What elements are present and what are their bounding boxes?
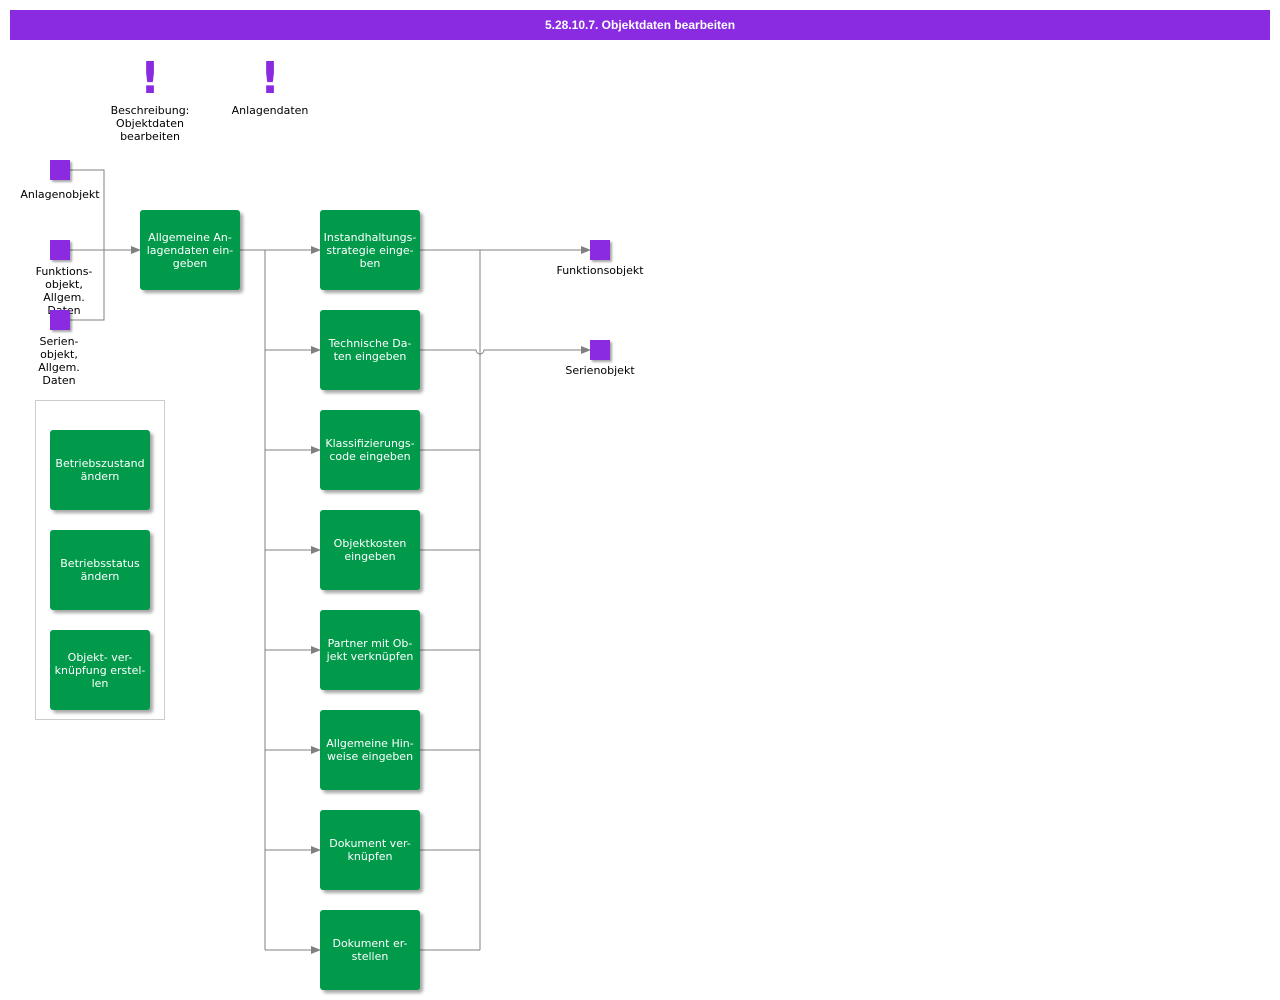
output-object-serienobjekt[interactable]	[590, 340, 610, 360]
function-allgemeine-anlagendaten[interactable]: Allgemeine An- lagendaten ein- geben	[140, 210, 240, 290]
function-objektkosten[interactable]: Objektkosten eingeben	[320, 510, 420, 590]
side-function-group	[35, 400, 165, 720]
exclamation-icon: !	[259, 53, 281, 104]
function-betriebsstatus-aendern[interactable]: Betriebsstatus ändern	[50, 530, 150, 610]
diagram-title: 5.28.10.7. Objektdaten bearbeiten	[10, 10, 1270, 40]
function-dokument-verknuepfen[interactable]: Dokument ver- knüpfen	[320, 810, 420, 890]
connector-output-serienobjekt	[420, 346, 591, 355]
note-anlagendaten-label: Anlagendaten	[231, 104, 309, 117]
input-label-anlagenobjekt: Anlagenobjekt	[20, 188, 100, 201]
input-label-serienobjekt: Serien- objekt, Allgem. Daten	[38, 335, 80, 387]
function-instandhaltungsstrategie[interactable]: Instandhaltungs- strategie einge- ben	[320, 210, 420, 290]
output-object-funktionsobjekt[interactable]	[590, 240, 610, 260]
function-allgemeine-hinweise[interactable]: Allgemeine Hin- weise eingeben	[320, 710, 420, 790]
function-dokument-erstellen[interactable]: Dokument er- stellen	[320, 910, 420, 990]
note-beschreibung-label: Beschreibung: Objektdaten bearbeiten	[110, 104, 190, 143]
connector-anlagenobjekt	[70, 169, 105, 250]
output-label-funktionsobjekt: Funktionsobjekt	[556, 264, 644, 277]
input-object-anlagenobjekt[interactable]	[50, 160, 70, 180]
input-object-serienobjekt[interactable]	[50, 310, 70, 330]
connector-serienobjekt-input	[70, 250, 105, 321]
function-technische-daten[interactable]: Technische Da- ten eingeben	[320, 310, 420, 390]
output-label-serienobjekt: Serienobjekt	[565, 364, 635, 377]
function-objektverknuepfung-erstellen[interactable]: Objekt- ver- knüpfung erstel- len	[50, 630, 150, 710]
connector-main-branch	[240, 249, 266, 950]
exclamation-icon: !	[139, 53, 161, 104]
function-partner-verknuepfen[interactable]: Partner mit Ob- jekt verknüpfen	[320, 610, 420, 690]
input-object-funktionsobjekt[interactable]	[50, 240, 70, 260]
function-klassifizierungscode[interactable]: Klassifizierungs- code eingeben	[320, 410, 420, 490]
function-betriebszustand-aendern[interactable]: Betriebszustand ändern	[50, 430, 150, 510]
